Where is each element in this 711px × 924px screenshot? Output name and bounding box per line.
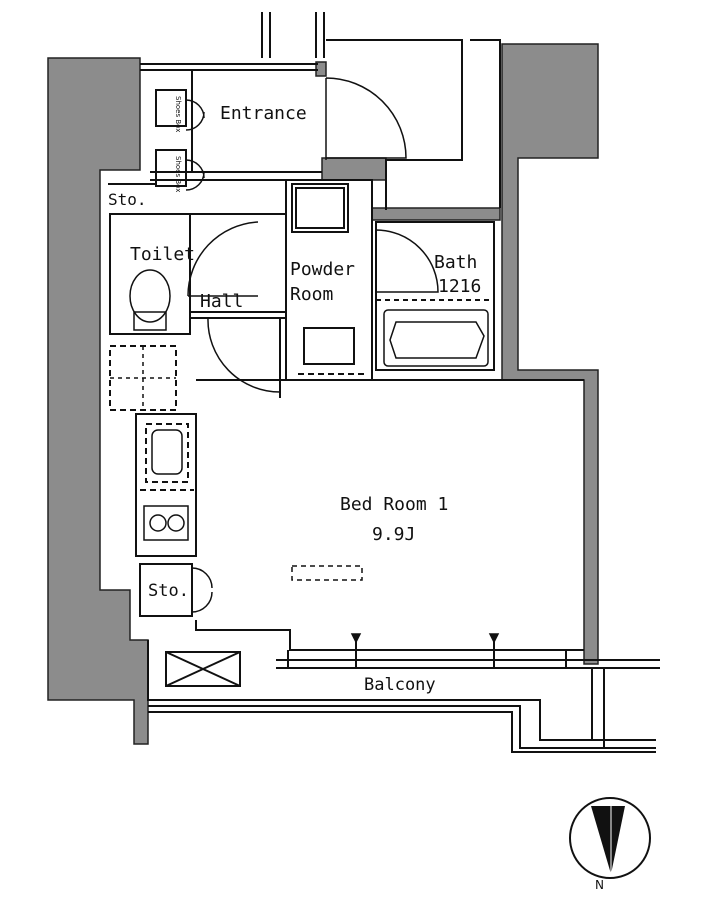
toilet-bowl — [129, 269, 171, 323]
burner-right — [167, 514, 185, 532]
label-hall: Hall — [200, 291, 243, 312]
label-bath-2: 1216 — [438, 276, 481, 297]
label-balcony: Balcony — [364, 675, 436, 695]
floor-register — [291, 565, 363, 581]
label-powder-2: Room — [290, 284, 333, 305]
wall-strip-bath-top — [371, 207, 501, 221]
label-shoesbox-upper: Shoes Box — [174, 96, 182, 132]
label-bath-1: Bath — [434, 252, 477, 273]
stove — [143, 505, 189, 541]
compass-needle-icon — [591, 806, 625, 874]
sink — [151, 429, 183, 475]
label-toilet: Toilet — [130, 244, 195, 265]
bathtub-inner — [389, 321, 485, 359]
wall-strip-top — [321, 157, 387, 181]
shoebox-door-upper — [185, 99, 205, 131]
compass-north-label: N — [595, 877, 604, 891]
east-wall — [501, 43, 599, 665]
label-sto-upper: Sto. — [108, 190, 147, 209]
window-marker-left — [350, 633, 362, 644]
label-shoesbox-lower: Shoes Box — [174, 156, 182, 192]
bathtub-outer — [383, 309, 489, 367]
entrance-door — [325, 77, 407, 160]
toilet-door — [187, 221, 259, 297]
hall-door — [207, 317, 281, 393]
room-labels: Entrance Sto. Toilet Hall Powder Room Ba… — [108, 96, 481, 695]
label-powder-1: Powder — [290, 259, 355, 280]
burner-left — [149, 514, 167, 532]
label-bedroom-name: Bed Room 1 — [340, 494, 448, 515]
compass-ring — [569, 797, 651, 879]
door-swings — [185, 77, 439, 613]
sto-lower-door — [191, 567, 213, 613]
toilet-tank — [133, 311, 167, 331]
label-bedroom-size: 9.9J — [372, 524, 415, 545]
partitions — [108, 12, 660, 753]
west-wall — [47, 57, 149, 745]
shoebox-door-lower — [185, 159, 205, 191]
structural-walls — [47, 43, 599, 745]
compass: N — [569, 797, 651, 891]
label-sto-lower: Sto. — [148, 581, 189, 601]
window-marker-right — [488, 633, 500, 644]
bath-door — [375, 229, 439, 293]
label-entrance: Entrance — [220, 103, 307, 124]
fixtures — [110, 269, 500, 644]
